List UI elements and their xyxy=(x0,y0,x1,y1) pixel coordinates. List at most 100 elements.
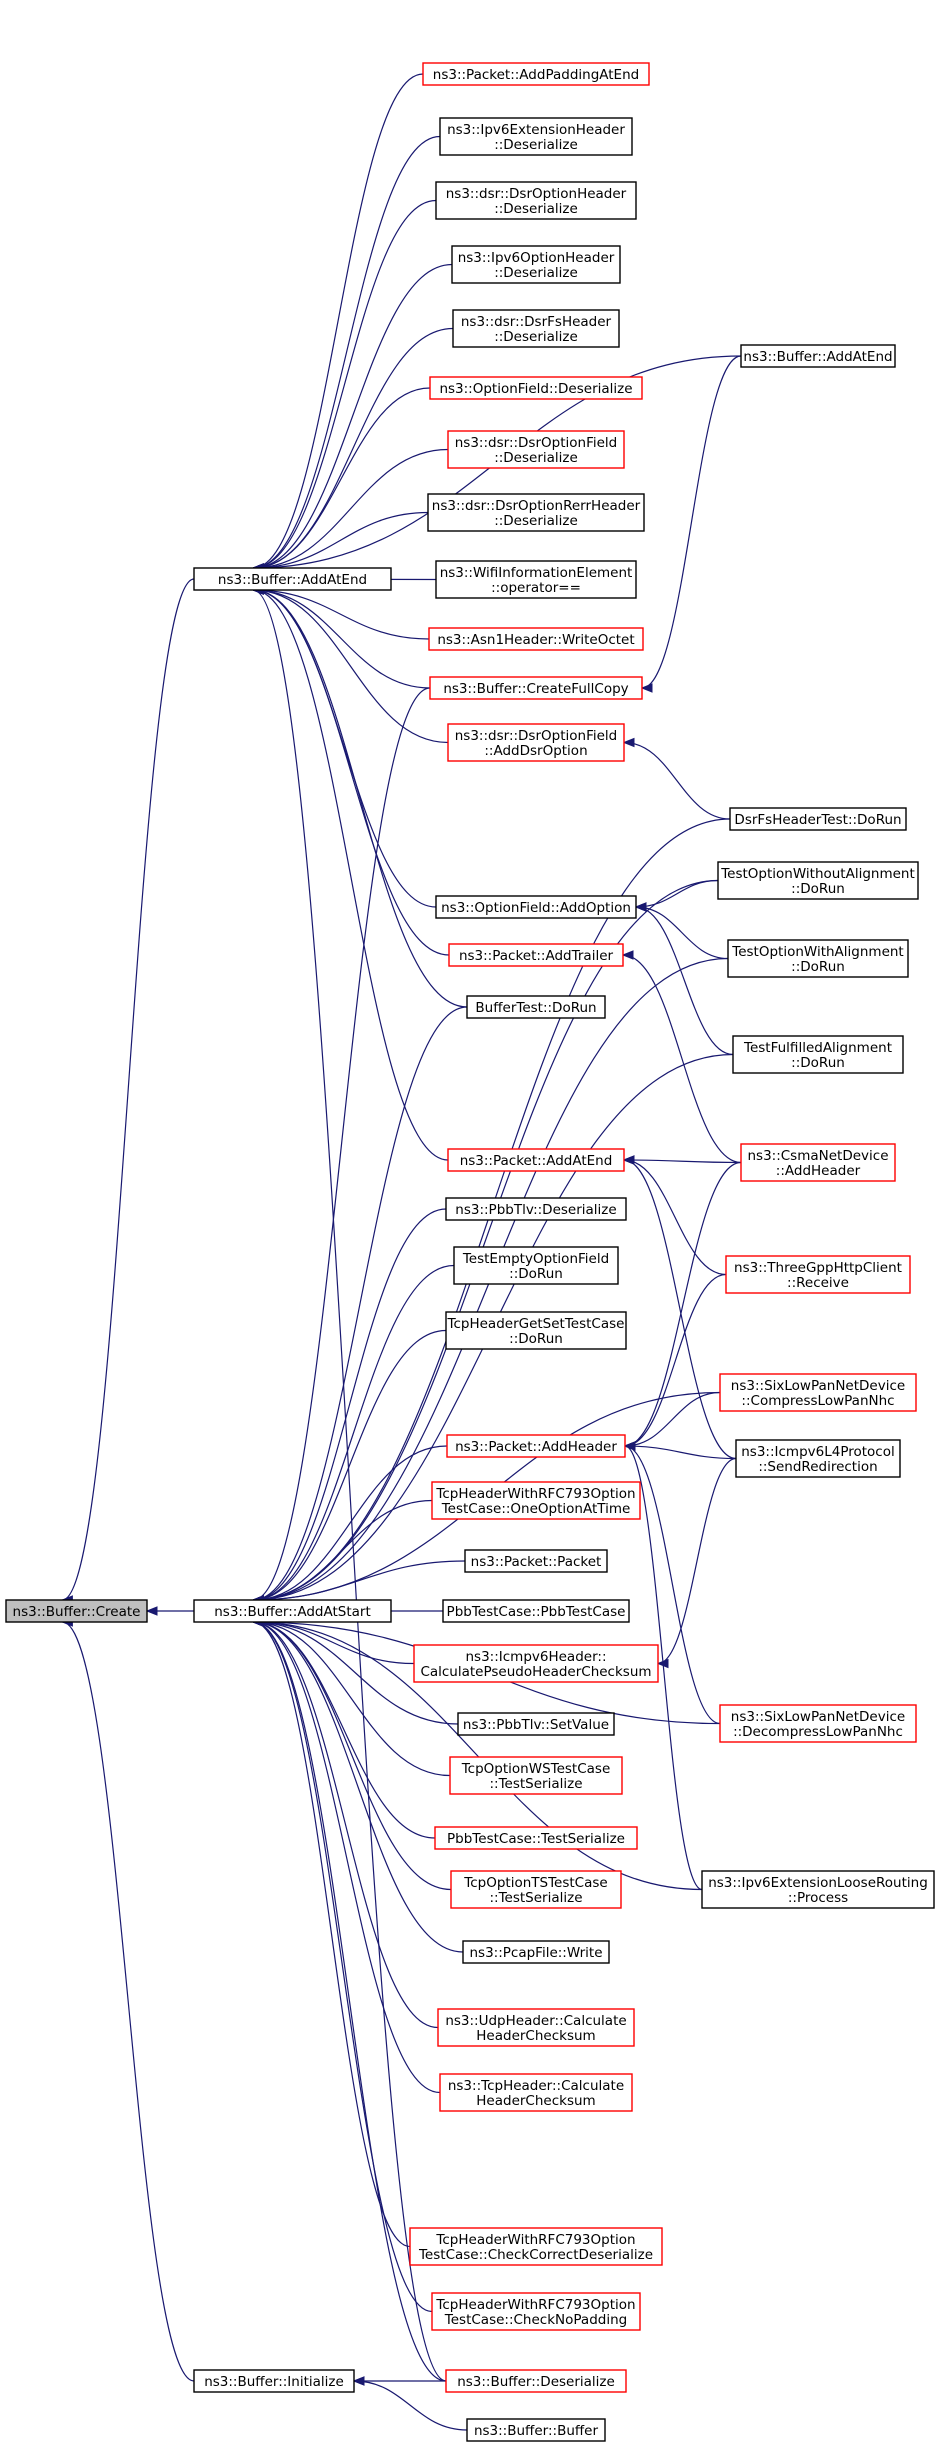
node-rfcnopad[interactable]: TcpHeaderWithRFC793OptionTestCase::Check… xyxy=(431,2292,641,2331)
edge-line xyxy=(624,1273,727,1447)
node-label: TestEmptyOptionField xyxy=(462,1251,609,1267)
node-box xyxy=(466,995,606,1019)
node-ipv6loose[interactable]: ns3::Ipv6ExtensionLooseRouting::Process xyxy=(701,1870,935,1909)
node-ipv6ext[interactable]: ns3::Ipv6ExtensionHeader::Deserialize xyxy=(439,117,633,156)
node-csma[interactable]: ns3::CsmaNetDevice::AddHeader xyxy=(740,1143,896,1182)
edge-line xyxy=(624,1161,742,1447)
edge-testfulfilled-to-optionfieldadd xyxy=(634,902,734,1056)
node-dsrrerr[interactable]: ns3::dsr::DsrOptionRerrHeader::Deseriali… xyxy=(427,493,645,532)
node-box xyxy=(701,1870,935,1909)
node-icmpv6l4[interactable]: ns3::Icmpv6L4Protocol::SendRedirection xyxy=(735,1439,901,1478)
node-optionfielddeser[interactable]: ns3::OptionField::Deserialize xyxy=(429,376,643,400)
edge-line xyxy=(253,327,454,569)
arrow-head-icon xyxy=(634,902,647,912)
node-pbbtlvdeser[interactable]: ns3::PbbTlv::Deserialize xyxy=(445,1197,627,1221)
node-box xyxy=(449,1756,623,1795)
node-addtrailer[interactable]: ns3::Packet::AddTrailer xyxy=(448,943,624,967)
node-sixcompress[interactable]: ns3::SixLowPanNetDevice::CompressLowPanN… xyxy=(719,1373,917,1412)
node-label: ns3::Ipv6ExtensionHeader xyxy=(447,122,625,138)
node-label: ns3::Buffer::AddAtEnd xyxy=(218,572,367,588)
edge-line xyxy=(253,589,468,1008)
edge-line xyxy=(253,1499,433,1601)
edge-ipv6opt-to-addatend xyxy=(251,263,453,573)
edge-line xyxy=(62,578,195,1601)
node-tcptsser[interactable]: TcpOptionTSTestCase::TestSerialize xyxy=(450,1870,622,1909)
node-label: ::TestSerialize xyxy=(489,1776,582,1792)
node-box xyxy=(429,376,643,400)
edge-icmpv6l4-to-icmpv6calc xyxy=(656,1457,737,1669)
edge-line xyxy=(624,1445,721,1725)
node-wifiinfo[interactable]: ns3::WifiInformationElement::operator== xyxy=(435,560,637,599)
arrow-head-icon xyxy=(622,1155,635,1165)
node-addatstart[interactable]: ns3::Buffer::AddAtStart xyxy=(193,1599,392,1623)
node-createfullcopy[interactable]: ns3::Buffer::CreateFullCopy xyxy=(429,676,643,700)
node-pcapwrite[interactable]: ns3::PcapFile::Write xyxy=(462,1940,610,1964)
node-asn1[interactable]: ns3::Asn1Header::WriteOctet xyxy=(428,627,644,651)
edge-line xyxy=(635,906,734,1056)
node-pbbtlvset[interactable]: ns3::PbbTlv::SetValue xyxy=(457,1712,615,1736)
edge-packetaddatend-to-addatend xyxy=(251,585,449,1161)
node-label: ::Deserialize xyxy=(494,265,578,281)
node-testemptyoption[interactable]: TestEmptyOptionField::DoRun xyxy=(453,1246,619,1285)
node-box xyxy=(447,1148,625,1172)
node-icmpv6calc[interactable]: ns3::Icmpv6Header::CalculatePseudoHeader… xyxy=(413,1644,659,1683)
node-rfcone[interactable]: TcpHeaderWithRFC793OptionTestCase::OneOp… xyxy=(431,1481,641,1520)
node-testfulfilled[interactable]: TestFulfilledAlignment::DoRun xyxy=(732,1035,904,1074)
edge-pbbtlvdeser-to-addatstart xyxy=(251,1208,447,1605)
edge-csma-to-addtrailer xyxy=(621,950,742,1164)
edge-line xyxy=(253,263,453,569)
node-packetpacket[interactable]: ns3::Packet::Packet xyxy=(464,1549,608,1573)
node-label: TcpHeaderWithRFC793Option xyxy=(435,1486,635,1502)
edge-line xyxy=(641,355,742,689)
node-box xyxy=(434,1826,638,1850)
node-ipv6opt[interactable]: ns3::Ipv6OptionHeader::Deserialize xyxy=(451,245,621,284)
node-box xyxy=(462,1940,610,1964)
node-label: HeaderChecksum xyxy=(476,2028,595,2044)
edge-line xyxy=(253,1329,447,1601)
node-optionfieldadd[interactable]: ns3::OptionField::AddOption xyxy=(435,895,637,919)
node-addatend[interactable]: ns3::Buffer::AddAtEnd xyxy=(193,567,392,591)
node-box xyxy=(437,2008,635,2047)
node-initialize[interactable]: ns3::Buffer::Initialize xyxy=(193,2369,355,2393)
node-dsroptionfielddeser[interactable]: ns3::dsr::DsrOptionField::Deserialize xyxy=(447,430,625,469)
node-box xyxy=(422,62,650,86)
node-label: ::AddDsrOption xyxy=(484,743,587,759)
node-pbbtestcase[interactable]: PbbTestCase::PbbTestCase xyxy=(442,1599,630,1623)
node-buffertest[interactable]: BufferTest::DoRun xyxy=(466,995,606,1019)
node-box xyxy=(193,2369,355,2393)
node-dsrfsheader[interactable]: ns3::dsr::DsrFsHeader::Deserialize xyxy=(452,309,620,348)
node-label: ns3::Icmpv6L4Protocol xyxy=(741,1444,895,1460)
node-dsrfstest[interactable]: DsrFsHeaderTest::DoRun xyxy=(729,807,907,831)
node-testwithout[interactable]: TestOptionWithoutAlignment::DoRun xyxy=(717,861,919,900)
node-sixdecompress[interactable]: ns3::SixLowPanNetDevice::DecompressLowPa… xyxy=(719,1704,917,1743)
node-box xyxy=(450,1870,622,1909)
node-box xyxy=(735,1439,901,1478)
node-packetaddatend[interactable]: ns3::Packet::AddAtEnd xyxy=(447,1148,625,1172)
node-addpadding[interactable]: ns3::Packet::AddPaddingAtEnd xyxy=(422,62,650,86)
node-testwith[interactable]: TestOptionWithAlignment::DoRun xyxy=(727,939,909,978)
node-tcpheadergetset[interactable]: TcpHeaderGetSetTestCase::DoRun xyxy=(445,1311,627,1350)
node-bufferbuffer[interactable]: ns3::Buffer::Buffer xyxy=(466,2418,606,2442)
edge-ipv6ext-to-addatend xyxy=(251,135,441,573)
node-rfccheck[interactable]: TcpHeaderWithRFC793OptionTestCase::Check… xyxy=(409,2227,663,2266)
edge-line xyxy=(623,741,731,820)
node-dsroptionheader[interactable]: ns3::dsr::DsrOptionHeader::Deserialize xyxy=(435,181,637,220)
node-threegpp[interactable]: ns3::ThreeGppHttpClient::Receive xyxy=(725,1255,911,1294)
node-box xyxy=(427,493,645,532)
node-bufferdeser[interactable]: ns3::Buffer::Deserialize xyxy=(445,2369,627,2393)
node-pbbser[interactable]: PbbTestCase::TestSerialize xyxy=(434,1826,638,1850)
edge-line xyxy=(253,387,431,569)
node-addheader[interactable]: ns3::Packet::AddHeader xyxy=(446,1434,626,1458)
node-label: BufferTest::DoRun xyxy=(475,1000,596,1016)
node-tcpwsser[interactable]: TcpOptionWSTestCase::TestSerialize xyxy=(449,1756,623,1795)
node-create[interactable]: ns3::Buffer::Create xyxy=(5,1599,148,1623)
node-adddsroption[interactable]: ns3::dsr::DsrOptionField::AddDsrOption xyxy=(447,723,625,762)
node-label: ns3::dsr::DsrFsHeader xyxy=(461,314,612,330)
node-box xyxy=(457,1712,615,1736)
node-label: ns3::OptionField::AddOption xyxy=(441,900,631,916)
node-label: ns3::Packet::AddAtEnd xyxy=(460,1153,613,1169)
node-bufferaddatend2[interactable]: ns3::Buffer::AddAtEnd xyxy=(740,344,896,368)
edge-initialize-to-create xyxy=(61,1617,195,2382)
